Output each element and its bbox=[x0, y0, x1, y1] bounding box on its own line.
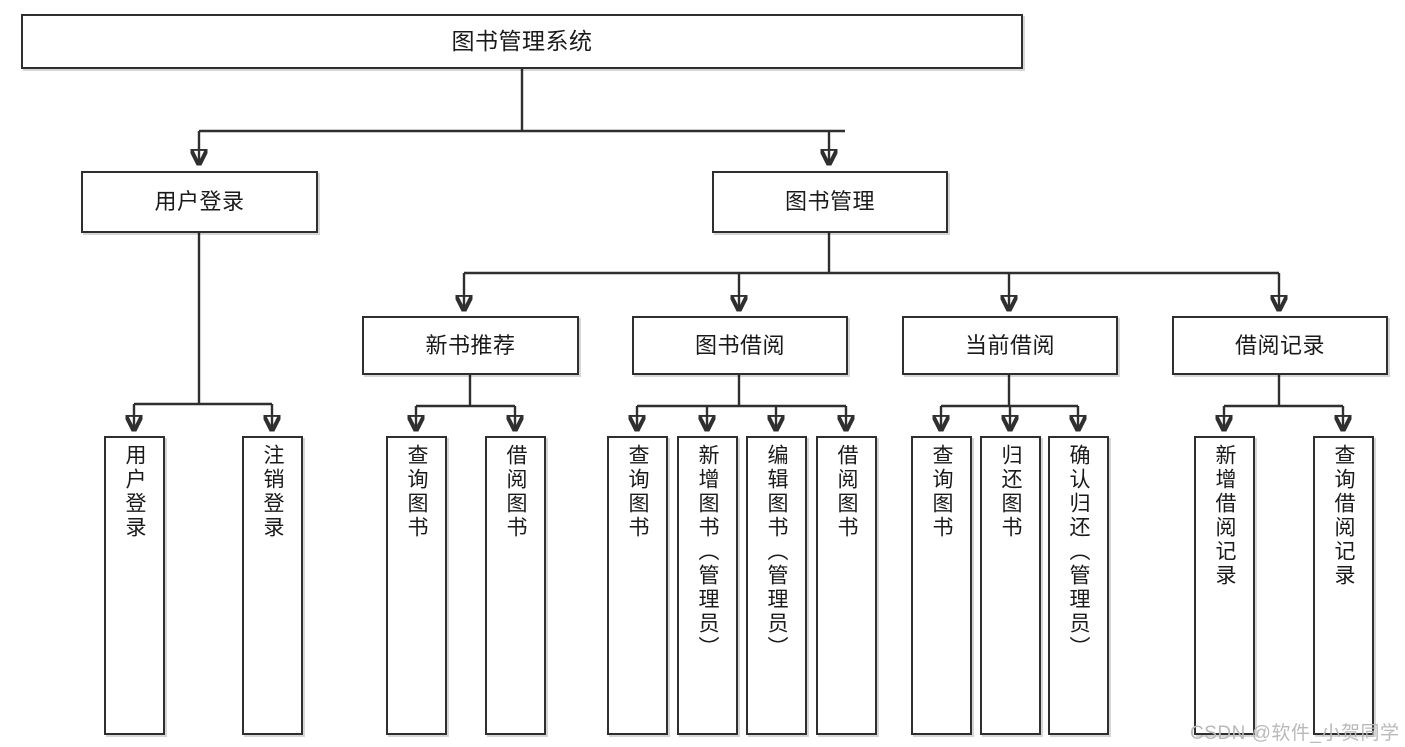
node-book-borrow-label: 图书借阅 bbox=[694, 332, 785, 358]
node-current-borrow-label: 当前借阅 bbox=[964, 332, 1055, 358]
leaf-borrow-records-query-record-label: 查询借阅记录 bbox=[1332, 444, 1355, 588]
leaf-new-book-query-book[interactable]: 查询图书 bbox=[386, 436, 447, 735]
leaf-book-borrow-borrow-book-label: 借阅图书 bbox=[835, 444, 858, 540]
node-user-login[interactable]: 用户登录 bbox=[81, 171, 318, 233]
leaf-new-book-query-book-label: 查询图书 bbox=[405, 444, 428, 540]
leaf-current-borrow-confirm-return-admin[interactable]: 确认归还（管理员） bbox=[1048, 436, 1109, 735]
leaf-user-login-login[interactable]: 用户登录 bbox=[104, 436, 165, 735]
leaf-current-borrow-return-book-label: 归还图书 bbox=[999, 444, 1022, 540]
leaf-current-borrow-return-book[interactable]: 归还图书 bbox=[980, 436, 1041, 735]
leaf-current-borrow-query-book[interactable]: 查询图书 bbox=[911, 436, 972, 735]
leaf-book-borrow-edit-book-admin[interactable]: 编辑图书（管理员） bbox=[746, 436, 807, 735]
leaf-current-borrow-query-book-label: 查询图书 bbox=[930, 444, 953, 540]
leaf-book-borrow-add-book-admin[interactable]: 新增图书（管理员） bbox=[677, 436, 738, 735]
node-borrow-records-label: 借阅记录 bbox=[1234, 332, 1325, 358]
leaf-book-borrow-query-book[interactable]: 查询图书 bbox=[607, 436, 668, 735]
leaf-borrow-records-add-record-label: 新增借阅记录 bbox=[1213, 444, 1236, 588]
leaf-book-borrow-edit-book-admin-label: 编辑图书（管理员） bbox=[765, 444, 788, 660]
node-root-system-label: 图书管理系统 bbox=[451, 27, 593, 54]
node-book-borrow[interactable]: 图书借阅 bbox=[632, 316, 848, 375]
leaf-book-borrow-add-book-admin-label: 新增图书（管理员） bbox=[696, 444, 719, 660]
leaf-new-book-borrow-book-label: 借阅图书 bbox=[504, 444, 527, 540]
leaf-book-borrow-borrow-book[interactable]: 借阅图书 bbox=[816, 436, 877, 735]
node-borrow-records[interactable]: 借阅记录 bbox=[1172, 316, 1388, 375]
node-new-book-recommend[interactable]: 新书推荐 bbox=[362, 316, 579, 375]
leaf-book-borrow-query-book-label: 查询图书 bbox=[626, 444, 649, 540]
leaf-borrow-records-add-record[interactable]: 新增借阅记录 bbox=[1194, 436, 1255, 735]
node-root-system[interactable]: 图书管理系统 bbox=[21, 14, 1023, 69]
leaf-borrow-records-query-record[interactable]: 查询借阅记录 bbox=[1313, 436, 1374, 735]
leaf-current-borrow-confirm-return-admin-label: 确认归还（管理员） bbox=[1067, 444, 1090, 660]
node-current-borrow[interactable]: 当前借阅 bbox=[902, 316, 1118, 375]
leaf-user-login-logout[interactable]: 注销登录 bbox=[242, 436, 303, 735]
node-book-management-label: 图书管理 bbox=[784, 189, 875, 215]
node-book-management[interactable]: 图书管理 bbox=[712, 171, 948, 233]
leaf-user-login-login-label: 用户登录 bbox=[123, 444, 146, 540]
leaf-new-book-borrow-book[interactable]: 借阅图书 bbox=[485, 436, 546, 735]
node-new-book-recommend-label: 新书推荐 bbox=[425, 332, 516, 358]
leaf-user-login-logout-label: 注销登录 bbox=[261, 444, 284, 540]
node-user-login-label: 用户登录 bbox=[154, 189, 245, 215]
